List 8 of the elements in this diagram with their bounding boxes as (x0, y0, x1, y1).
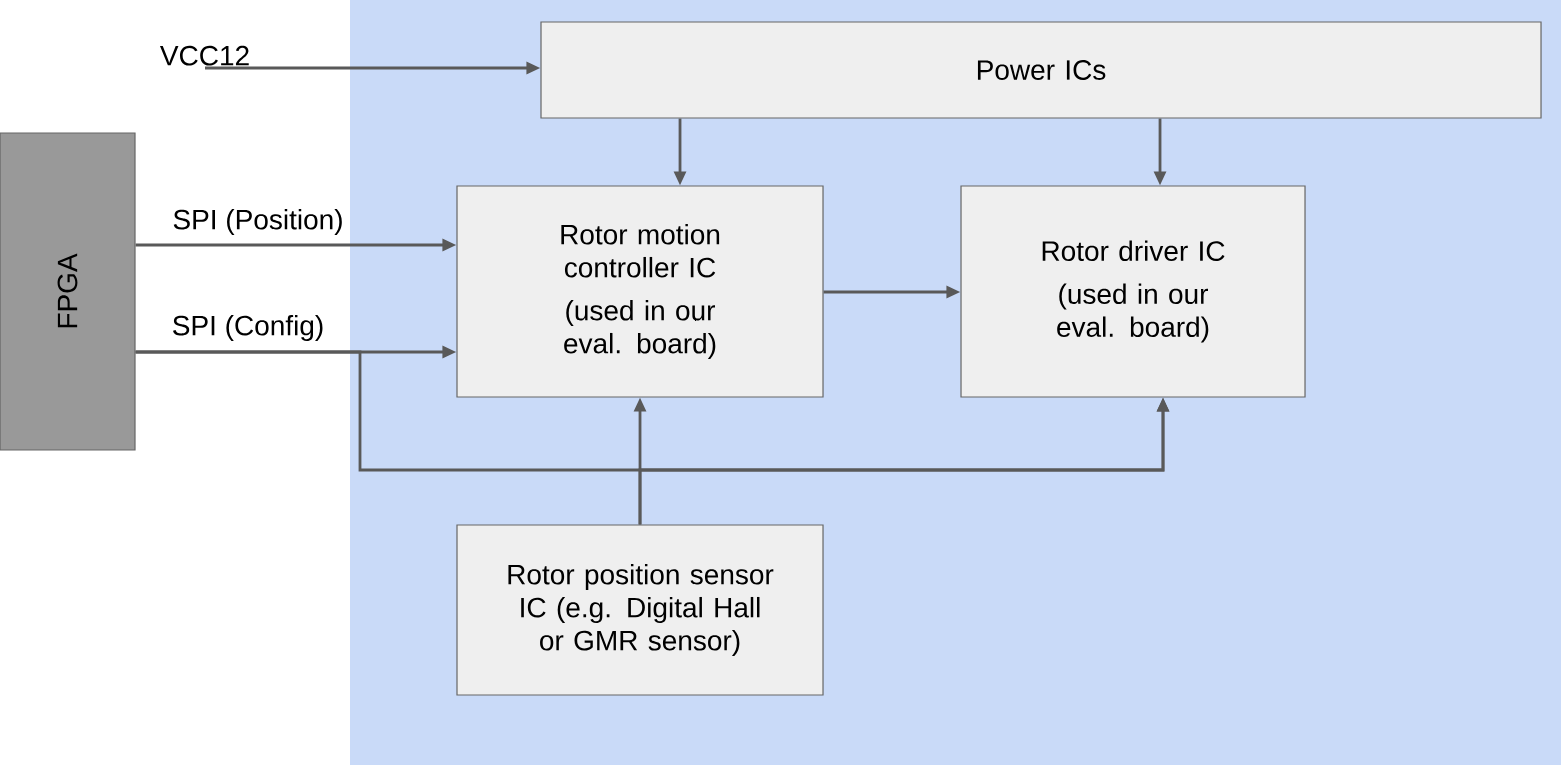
block-box: Rotor driver IC (used in our eval. board) (960, 185, 1306, 398)
edge-label: SPI (Position) (173, 208, 342, 236)
block-box: Rotor motion controller IC (used in our eval. board) (456, 185, 824, 398)
signal-label: VCC12 (160, 45, 249, 66)
block-box: Rotor position sensor IC (e.g. Digital Hall or GMR sensor) (456, 524, 824, 696)
block-box: Power ICs (540, 21, 1542, 119)
chip-box: FPGA (0, 132, 136, 451)
edge-label: SPI (Config) (173, 314, 323, 342)
